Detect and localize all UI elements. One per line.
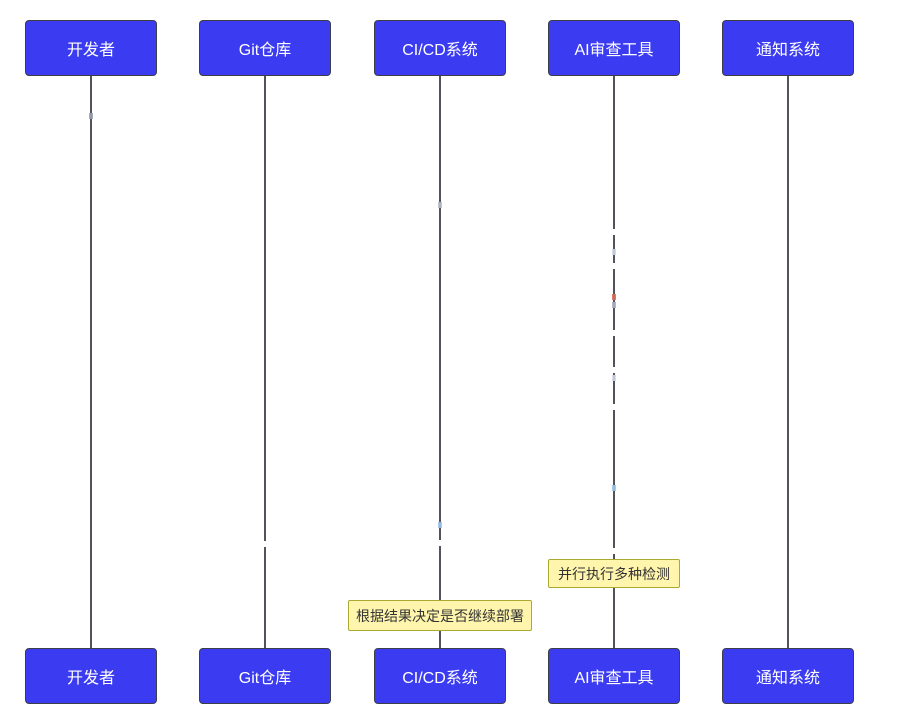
lifeline-artifact bbox=[612, 330, 616, 336]
actor-bottom-developer: 开发者 bbox=[25, 648, 157, 704]
actor-label: CI/CD系统 bbox=[402, 42, 478, 59]
note-parallel-checks: 并行执行多种检测 bbox=[548, 559, 680, 588]
lifeline-artifact bbox=[612, 367, 616, 373]
actor-top-cicd-system: CI/CD系统 bbox=[374, 20, 506, 76]
lifeline-artifact bbox=[612, 375, 616, 381]
lifeline-artifact bbox=[89, 113, 93, 119]
lifeline-artifact bbox=[612, 294, 616, 300]
lifeline-ai-review-tool bbox=[613, 76, 615, 649]
lifeline-artifact bbox=[438, 522, 442, 528]
actor-bottom-cicd-system: CI/CD系统 bbox=[374, 648, 506, 704]
lifeline-artifact bbox=[612, 404, 616, 410]
lifeline-artifact bbox=[263, 541, 267, 547]
actor-label: 通知系统 bbox=[755, 42, 820, 59]
actor-top-git-repo: Git仓库 bbox=[199, 20, 331, 76]
lifeline-git-repo bbox=[264, 76, 266, 649]
actor-label: Git仓库 bbox=[238, 42, 292, 59]
actor-top-ai-review-tool: AI审查工具 bbox=[548, 20, 680, 76]
actor-label: 开发者 bbox=[66, 42, 115, 59]
actor-top-notification-system: 通知系统 bbox=[722, 20, 854, 76]
actor-label: CI/CD系统 bbox=[402, 670, 478, 687]
lifeline-developer bbox=[90, 76, 92, 649]
lifeline-artifact bbox=[612, 249, 616, 255]
lifeline-artifact bbox=[612, 548, 616, 554]
actor-label: 开发者 bbox=[66, 670, 115, 687]
actor-label: Git仓库 bbox=[238, 670, 292, 687]
lifeline-artifact bbox=[612, 263, 616, 269]
note-text: 并行执行多种检测 bbox=[558, 565, 670, 582]
note-deploy-decision: 根据结果决定是否继续部署 bbox=[348, 600, 532, 631]
note-text: 根据结果决定是否继续部署 bbox=[356, 607, 524, 624]
actor-label: AI审查工具 bbox=[574, 42, 654, 59]
actor-label: AI审查工具 bbox=[574, 670, 654, 687]
actor-top-developer: 开发者 bbox=[25, 20, 157, 76]
actor-bottom-notification-system: 通知系统 bbox=[722, 648, 854, 704]
lifeline-cicd-system bbox=[439, 76, 441, 649]
actor-bottom-git-repo: Git仓库 bbox=[199, 648, 331, 704]
lifeline-artifact bbox=[612, 485, 616, 491]
actor-label: 通知系统 bbox=[755, 670, 820, 687]
lifeline-artifact bbox=[612, 229, 616, 235]
actor-bottom-ai-review-tool: AI审查工具 bbox=[548, 648, 680, 704]
lifeline-artifact bbox=[438, 202, 442, 208]
lifeline-artifact bbox=[612, 302, 616, 308]
lifeline-artifact bbox=[438, 540, 442, 546]
lifeline-notification-system bbox=[787, 76, 789, 649]
